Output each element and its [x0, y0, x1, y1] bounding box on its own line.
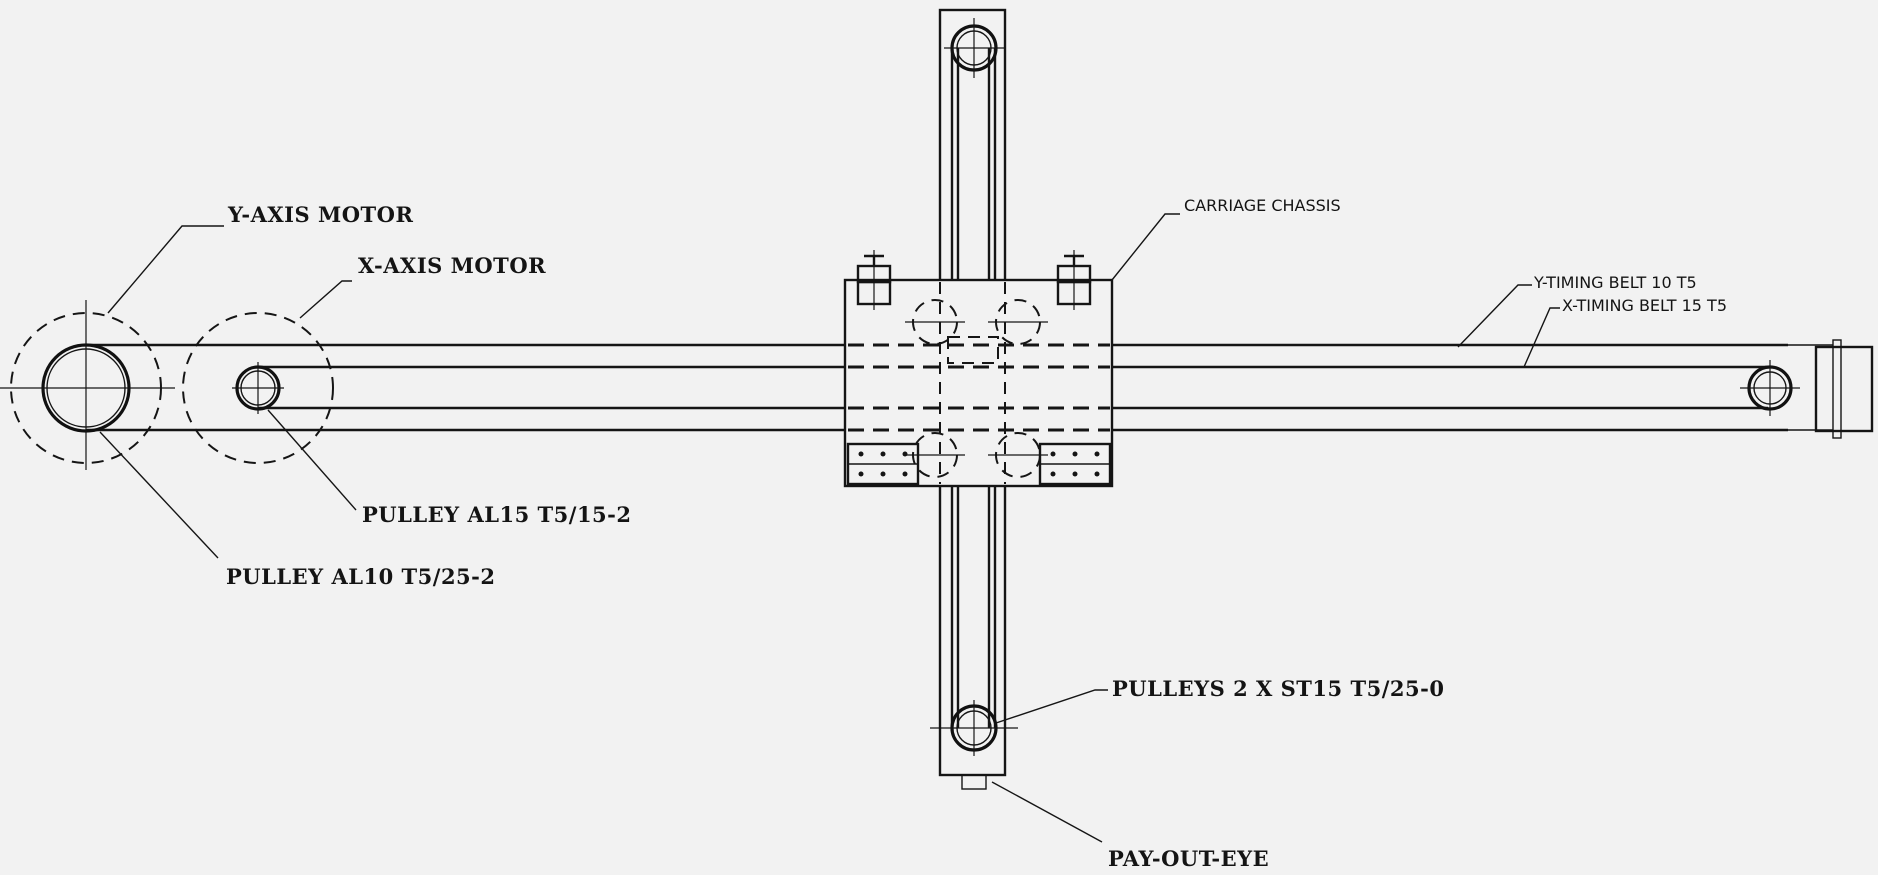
label-y-axis-motor: Y-AXIS MOTOR — [227, 202, 413, 227]
y-axis-motor — [0, 300, 175, 470]
end-bracket — [1788, 339, 1874, 439]
right-idler-pulley — [1740, 360, 1800, 416]
leader-lines — [99, 213, 1560, 843]
label-y-timing-belt: Y-TIMING BELT 10 T5 — [1533, 273, 1697, 292]
carriage-chassis — [843, 250, 1114, 488]
label-pulley-al15: PULLEY AL15 T5/15-2 — [362, 502, 632, 527]
label-pulley-al10: PULLEY AL10 T5/25-2 — [226, 564, 496, 589]
x-axis-motor — [182, 312, 334, 464]
label-x-timing-belt: X-TIMING BELT 15 T5 — [1562, 296, 1727, 315]
label-carriage-chassis: CARRIAGE CHASSIS — [1184, 196, 1341, 215]
label-x-axis-motor: X-AXIS MOTOR — [358, 253, 546, 278]
label-pulleys-st15: PULLEYS 2 X ST15 T5/25-0 — [1112, 676, 1444, 701]
label-pay-out-eye: PAY-OUT-EYE — [1108, 846, 1269, 871]
